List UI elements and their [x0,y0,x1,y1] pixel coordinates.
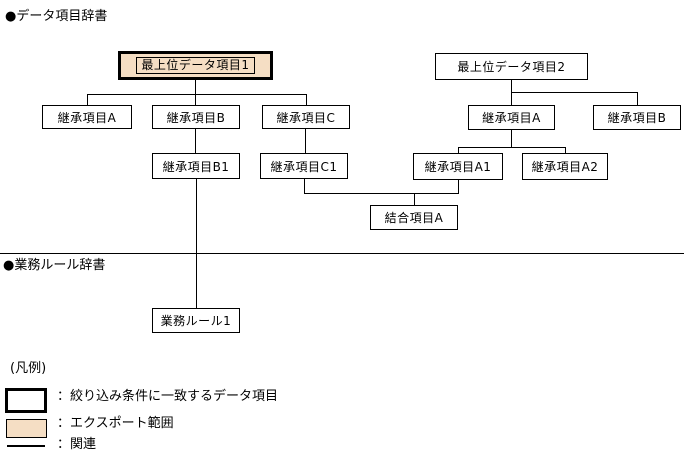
legend-relation-label: ：関連 [57,437,97,452]
business-rule-dictionary-section-title: ●業務ルール辞書 [3,258,106,273]
node-right-inherit-item-a2: 継承項目A2 [522,153,608,180]
connector-line [195,80,196,105]
node-left-inherit-item-b: 継承項目B [152,105,240,129]
node-left-inherit-item-c: 継承項目C [262,105,350,129]
connector-line [304,193,459,194]
connector-line [414,193,415,205]
legend-export-range-label: ：エクスポート範囲 [57,416,174,431]
node-top-data-item-1-label: 最上位データ項目1 [136,57,255,74]
connector-line [458,147,566,148]
connector-line [87,94,88,105]
connector-line [458,180,459,193]
node-left-inherit-item-b1: 継承項目B1 [152,153,240,179]
node-right-inherit-item-b: 継承項目B [593,105,681,130]
connector-line [511,92,638,93]
legend-filter-match-swatch [5,388,47,413]
node-right-inherit-item-a1: 継承項目A1 [413,153,503,180]
node-left-inherit-item-c1: 継承項目C1 [260,153,348,179]
connector-line [195,129,196,153]
node-left-inherit-item-a: 継承項目A [42,105,132,129]
legend-relation-swatch [7,445,45,447]
node-right-inherit-item-a: 継承項目A [468,105,555,130]
node-top-data-item-2: 最上位データ項目2 [435,53,588,80]
node-top-data-item-1: 最上位データ項目1 [118,51,273,80]
data-dictionary-section-title: ●データ項目辞書 [5,9,108,24]
connector-line [511,130,512,147]
connector-line [565,147,566,153]
connector-line [304,179,305,193]
connector-line [637,92,638,105]
legend-title: (凡例) [10,361,47,376]
section-divider-line [0,253,684,254]
connector-line [458,147,459,153]
connector-line [87,94,306,95]
node-business-rule-1: 業務ルール1 [152,308,240,333]
connector-line [306,94,307,105]
node-join-item-a: 結合項目A [370,205,458,230]
legend-export-range-swatch [6,419,47,438]
legend-filter-match-label: ：絞り込み条件に一致するデータ項目 [57,389,279,404]
connector-line [196,179,197,308]
connector-line [305,129,306,153]
